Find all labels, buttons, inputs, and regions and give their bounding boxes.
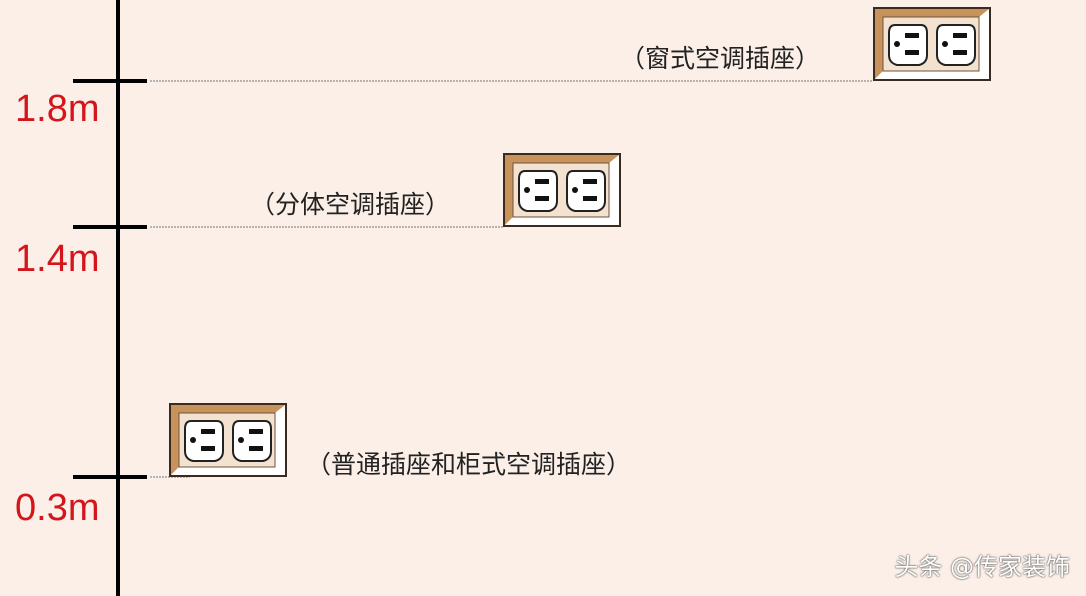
height-label: 1.8m (15, 88, 100, 130)
socket-general (169, 403, 287, 477)
socket-caption: （普通插座和柜式空调插座） (306, 450, 632, 479)
height-label: 1.4m (15, 238, 100, 280)
height-label: 0.3m (15, 487, 100, 529)
watermark: 头条 @传家装饰 (894, 553, 1070, 581)
socket-caption: （分体空调插座） (250, 190, 451, 219)
socket-window-ac (873, 7, 991, 81)
socket-split-ac (503, 153, 621, 227)
socket-caption: （窗式空调插座） (620, 44, 821, 73)
